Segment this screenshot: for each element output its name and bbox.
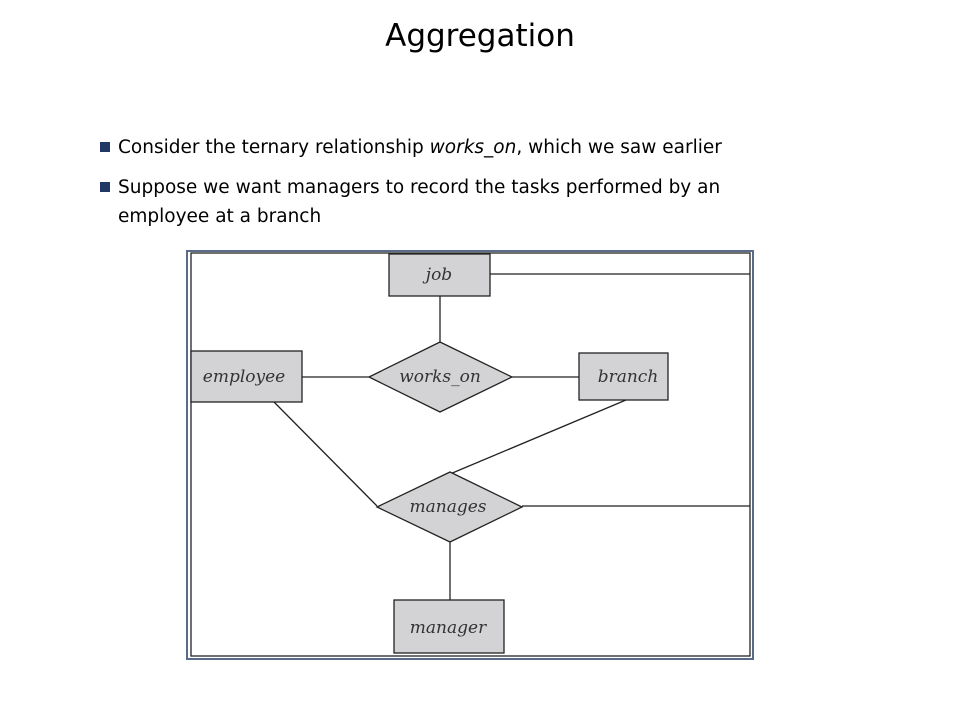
relationship-works-on-label: works_on	[399, 367, 481, 387]
line-employee-manages	[273, 401, 378, 507]
entity-job-label: job	[422, 265, 452, 285]
bullet-1-text-after: , which we saw earlier	[516, 137, 722, 158]
entity-branch	[578, 352, 669, 401]
line-branch-manages	[449, 399, 627, 475]
bullet-square-icon	[100, 142, 110, 152]
bullet-1-emphasis: works_on	[429, 137, 517, 158]
relationship-manages	[375, 471, 524, 543]
entity-employee	[190, 350, 303, 403]
bullet-2-text: Suppose we want managers to record the t…	[118, 177, 721, 227]
slide-title: Aggregation	[385, 18, 575, 54]
relationship-works-on	[367, 341, 514, 413]
entity-manager-label: manager	[410, 618, 487, 638]
er-diagram-svg: job employee branch works_on manages man…	[186, 250, 754, 660]
bullet-1-text-before: Consider the ternary relationship	[118, 137, 430, 158]
bullet-square-icon	[100, 182, 110, 192]
bullet-list: Consider the ternary relationship works_…	[100, 133, 800, 242]
entity-employee-label: employee	[203, 367, 285, 387]
bullet-item-1: Consider the ternary relationship works_…	[100, 133, 800, 162]
bullet-item-2: Suppose we want managers to record the t…	[100, 173, 800, 231]
relationship-manages-label: manages	[409, 497, 486, 517]
diagram-outer-frame	[186, 250, 754, 660]
entity-job	[388, 253, 491, 297]
connector-lines	[273, 273, 750, 600]
entity-manager	[393, 599, 505, 654]
aggregation-box	[190, 252, 751, 657]
er-diagram: job employee branch works_on manages man…	[186, 250, 754, 660]
entity-branch-label: branch	[598, 367, 659, 387]
